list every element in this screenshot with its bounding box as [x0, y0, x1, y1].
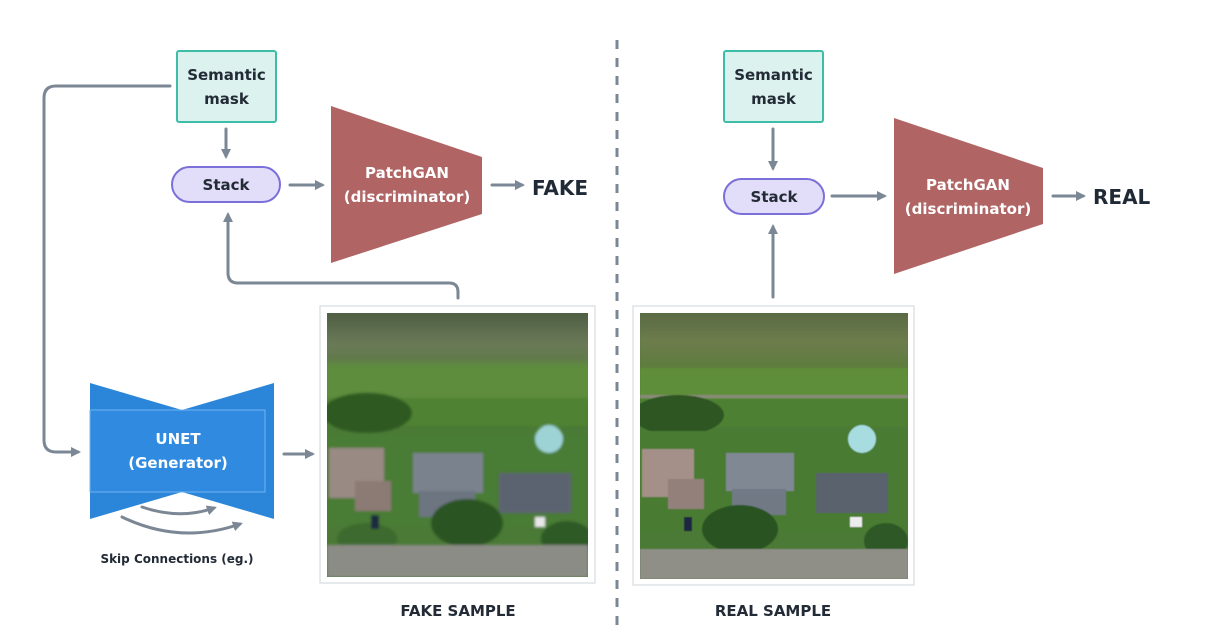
stack-box: Stack — [171, 166, 281, 203]
fake-output-label: FAKE — [532, 176, 588, 200]
real-sample-caption: REAL SAMPLE — [715, 602, 831, 620]
stack-label: Stack — [751, 188, 799, 206]
semantic-mask-box: Semantic mask — [176, 50, 277, 123]
semantic-mask-label-line1: Semantic — [187, 66, 266, 84]
arrow-icon — [42, 84, 172, 457]
patchgan-discriminator: PatchGAN (discriminator) — [331, 106, 482, 263]
skip-connection-arrow-icon — [120, 515, 243, 535]
semantic-mask-label-line2: mask — [751, 90, 797, 108]
aerial-houses-photo-icon — [327, 313, 588, 577]
semantic-mask-box: Semantic mask — [723, 50, 824, 123]
discriminator-label-line2: (discriminator) — [905, 200, 1031, 218]
generator-label-line2: (Generator) — [128, 454, 227, 472]
semantic-mask-label-line2: mask — [204, 90, 250, 108]
discriminator-label-line1: PatchGAN — [926, 176, 1010, 194]
stack-box: Stack — [723, 178, 825, 215]
skip-connections-label: Skip Connections (eg.) — [100, 552, 253, 566]
generator-label-line1: UNET — [155, 430, 201, 448]
semantic-mask-label-line1: Semantic — [734, 66, 813, 84]
discriminator-label-line1: PatchGAN — [365, 164, 449, 182]
stack-label: Stack — [203, 176, 251, 194]
real-output-label: REAL — [1093, 185, 1151, 209]
discriminator-label-line2: (discriminator) — [344, 188, 470, 206]
real-sample-image: REAL SAMPLE — [632, 305, 915, 620]
patchgan-discriminator: PatchGAN (discriminator) — [894, 118, 1043, 274]
aerial-houses-photo-icon — [640, 313, 908, 579]
left-panel: Semantic mask Stack PatchGAN (discrimina… — [42, 50, 596, 620]
right-panel: Semantic mask Stack PatchGAN (discrimina… — [632, 50, 1151, 620]
fake-sample-caption: FAKE SAMPLE — [400, 602, 515, 620]
unet-generator: UNET (Generator) — [89, 383, 274, 519]
skip-connection-arrow-icon — [140, 505, 217, 516]
arrow-icon — [223, 212, 460, 300]
fake-sample-image: FAKE SAMPLE — [319, 305, 596, 620]
